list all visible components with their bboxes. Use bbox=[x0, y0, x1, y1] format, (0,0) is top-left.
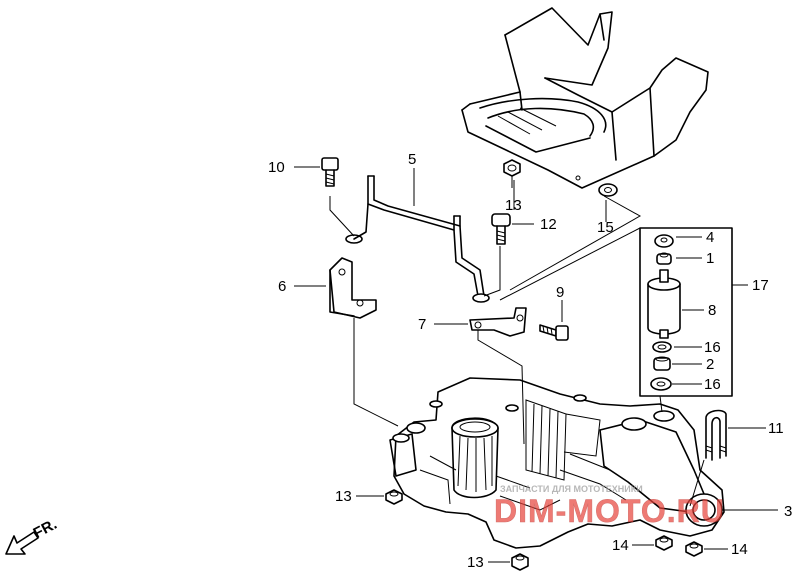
part-4-cap bbox=[654, 234, 674, 248]
callout-4: 4 bbox=[706, 229, 714, 246]
bolt-12 bbox=[491, 213, 511, 245]
callout-16-lower: 16 bbox=[704, 376, 721, 393]
leader-lines bbox=[294, 166, 778, 563]
transaxle-housing-3 bbox=[389, 377, 725, 549]
callout-5: 5 bbox=[408, 151, 416, 168]
filter-kit-box-17 bbox=[639, 227, 733, 397]
callout-3: 3 bbox=[784, 503, 792, 520]
callout-17: 17 bbox=[752, 277, 769, 294]
assembly-lines bbox=[329, 176, 705, 507]
washer-15 bbox=[598, 183, 618, 197]
part-8-filter bbox=[647, 269, 681, 339]
callout-9: 9 bbox=[556, 284, 564, 301]
callout-1: 1 bbox=[706, 250, 714, 267]
nut-13-left bbox=[385, 489, 403, 505]
watermark: ЗАПЧАСТИ ДЛЯ МОТОТЕХНИКИ DIM-MOTO.RU bbox=[494, 484, 725, 529]
callout-14-right: 14 bbox=[731, 541, 748, 558]
nut-14-right bbox=[685, 541, 703, 557]
callout-13-bottom: 13 bbox=[467, 554, 484, 571]
bracket-6 bbox=[329, 257, 377, 319]
part-2-bushing bbox=[653, 356, 671, 371]
front-direction-arrow: FR. bbox=[5, 516, 60, 555]
watermark-brand: DIM-MOTO.RU bbox=[494, 493, 725, 529]
callout-13-upper: 13 bbox=[505, 197, 522, 214]
callout-7: 7 bbox=[418, 316, 426, 333]
callout-14-left: 14 bbox=[612, 537, 629, 554]
callout-11: 11 bbox=[768, 420, 784, 437]
watermark-small-text: ЗАПЧАСТИ ДЛЯ МОТОТЕХНИКИ bbox=[500, 484, 643, 494]
callouts: 10 5 6 7 9 13 12 15 4 1 8 16 2 16 17 11 … bbox=[268, 151, 792, 571]
part-1-nipple bbox=[656, 252, 672, 265]
bolt-9 bbox=[539, 324, 569, 341]
nut-13-bottom bbox=[511, 553, 529, 571]
bolt-10 bbox=[321, 157, 339, 187]
callout-6: 6 bbox=[278, 278, 286, 295]
callout-15: 15 bbox=[597, 219, 614, 236]
frame-bracket bbox=[461, 7, 709, 189]
nut-13-upper bbox=[503, 159, 521, 177]
callout-10: 10 bbox=[268, 159, 285, 176]
part-16-clamp-lower bbox=[650, 377, 672, 391]
part-16-clamp-upper bbox=[652, 341, 672, 353]
callout-13-left: 13 bbox=[335, 488, 352, 505]
u-bolt-11 bbox=[705, 409, 727, 461]
bracket-7 bbox=[469, 307, 527, 337]
rod-5 bbox=[353, 175, 485, 297]
nut-14-left bbox=[655, 535, 673, 551]
callout-16-upper: 16 bbox=[704, 339, 721, 356]
callout-8: 8 bbox=[708, 302, 716, 319]
callout-12: 12 bbox=[540, 216, 557, 233]
callout-2: 2 bbox=[706, 356, 714, 373]
